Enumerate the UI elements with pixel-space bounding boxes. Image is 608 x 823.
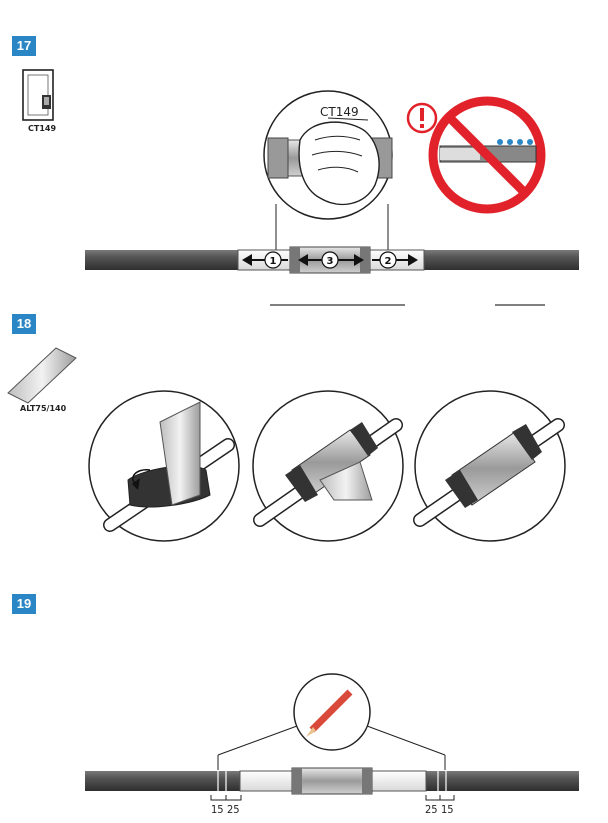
- alt-tape-icon: [7, 347, 77, 404]
- step-17-badge: 17: [12, 36, 36, 56]
- ct149-callout-label: CT149: [320, 105, 359, 119]
- arrow-label-3: 3: [327, 256, 334, 267]
- dim-right-25: 25: [425, 803, 438, 816]
- alt-product-label: ALT75/140: [20, 404, 67, 413]
- cable-step-17: [85, 246, 579, 274]
- ct149-product-label: CT149: [28, 124, 57, 133]
- exclamation-icon: [406, 102, 438, 134]
- ct149-pack-icon: [22, 69, 54, 121]
- rotate-arrow-icon: [132, 478, 140, 490]
- pencil-callout: [217, 673, 446, 770]
- pencil-icon: [309, 689, 353, 733]
- arrow-label-1: 1: [270, 256, 277, 267]
- wrap-tape-step-a: [88, 390, 240, 542]
- step-19-badge: 19: [12, 594, 36, 614]
- cable-step-19: [85, 767, 579, 801]
- no-water-warning-icon: [428, 96, 546, 214]
- wipe-callout: [263, 90, 393, 250]
- dim-left-25: 25: [227, 803, 240, 816]
- dim-right-15: 15: [441, 803, 454, 816]
- wrap-tape-step-b: [252, 390, 404, 542]
- arrow-label-2: 2: [385, 256, 392, 267]
- step-18-badge: 18: [12, 314, 36, 334]
- wrap-tape-step-c: [413, 390, 566, 542]
- dim-left-15: 15: [211, 803, 224, 816]
